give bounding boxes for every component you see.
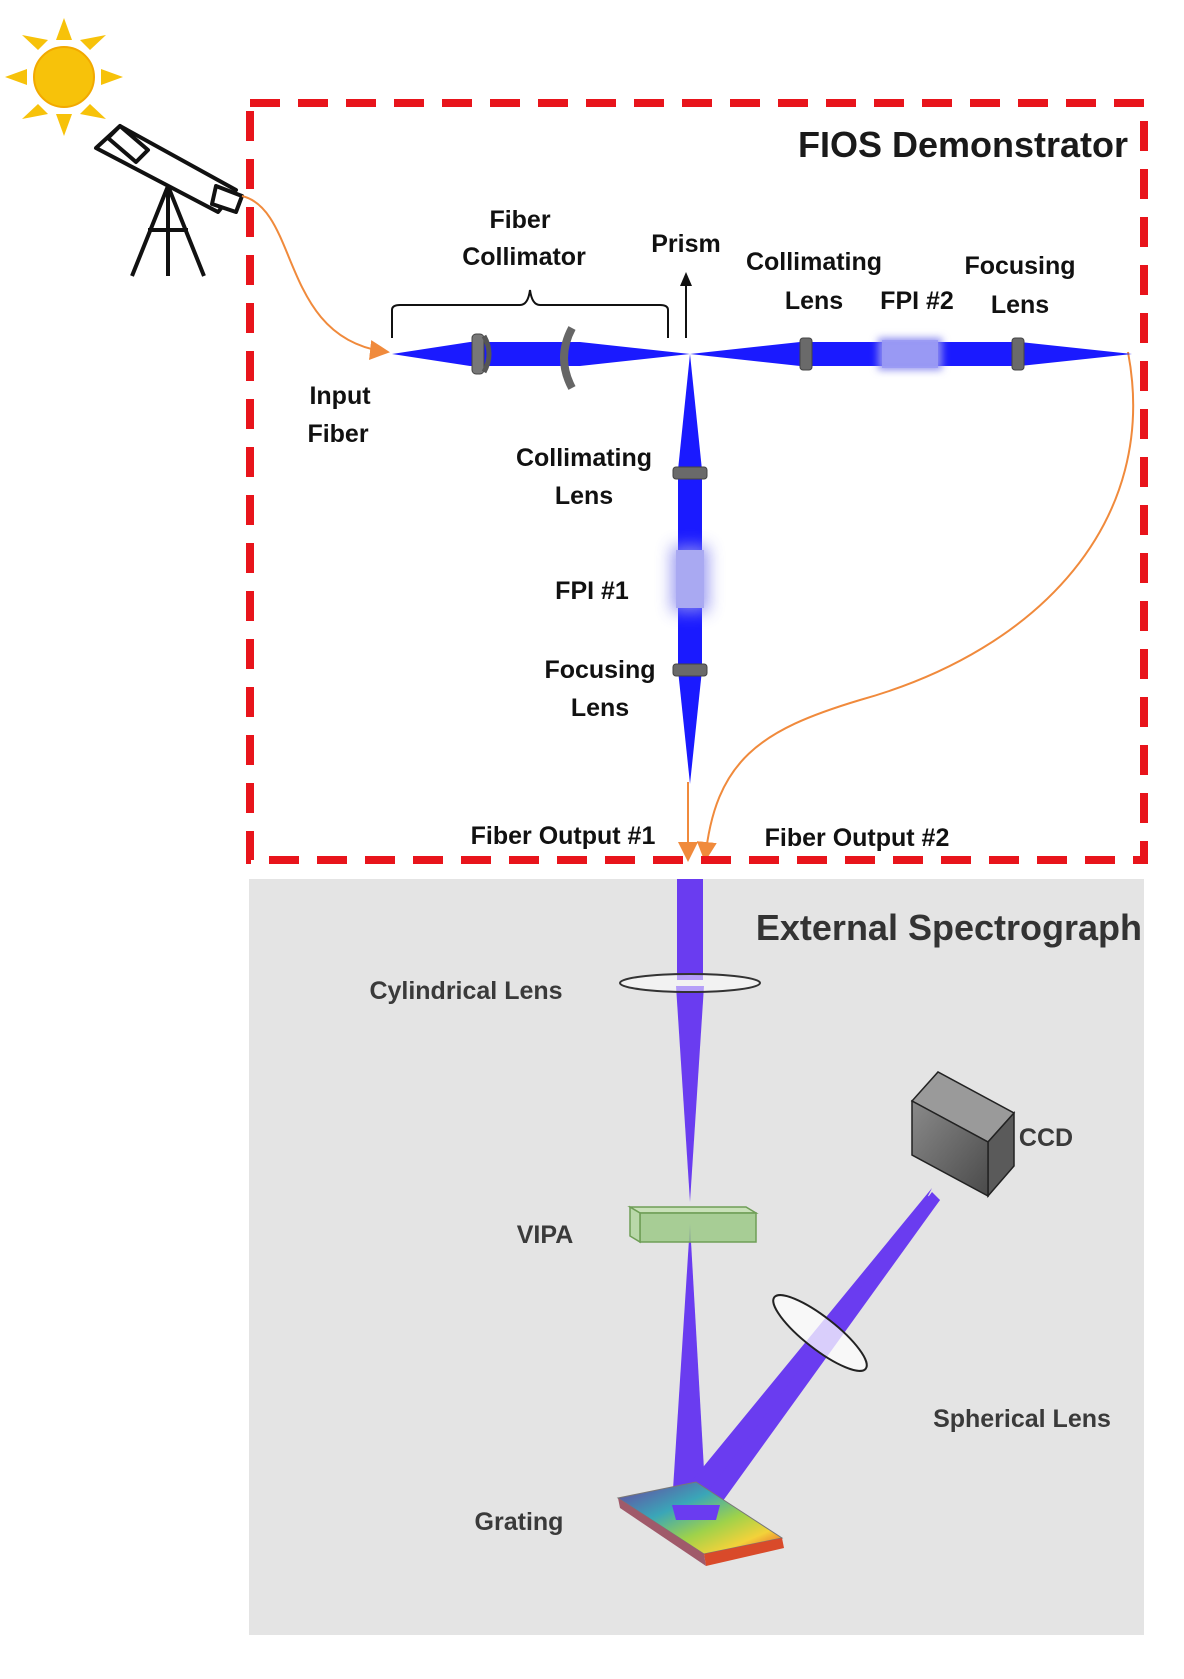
collimating-lens-top xyxy=(799,337,813,371)
fiber-output-1-label: Fiber Output #1 xyxy=(471,822,656,850)
input-fiber-label-line1: Input xyxy=(309,382,371,410)
collimating-lens-mid-label-line2: Lens xyxy=(555,482,613,510)
spherical-lens xyxy=(772,1294,868,1372)
grating-label: Grating xyxy=(475,1508,564,1536)
input-fiber-cable xyxy=(241,195,390,360)
focusing-lens-mid-label-line1: Focusing xyxy=(544,656,655,684)
fpi2-label: FPI #2 xyxy=(880,287,954,315)
cylindrical-lens xyxy=(619,973,761,993)
collimating-lens-top-label-line2: Lens xyxy=(785,287,843,315)
fios-beams xyxy=(392,342,1132,784)
external-spectrograph-title: External Spectrograph xyxy=(756,907,1142,948)
fios-demonstrator-frame xyxy=(246,99,1148,864)
vipa-element xyxy=(627,1205,759,1244)
focusing-lens-mid xyxy=(672,663,708,677)
fiber-collimator-label-line1: Fiber xyxy=(489,206,550,234)
fios-demonstrator-title: FIOS Demonstrator xyxy=(798,124,1128,165)
fiber-collimator-lens-1 xyxy=(471,333,492,375)
focusing-lens-top xyxy=(1011,337,1025,371)
ccd-element xyxy=(910,1071,1016,1199)
collimating-lens-mid-label-line1: Collimating xyxy=(516,444,652,472)
collimating-lens-mid xyxy=(672,466,708,480)
spherical-lens-label: Spherical Lens xyxy=(933,1405,1111,1433)
fiber-collimator-label-line2: Collimator xyxy=(462,243,586,271)
prism-arrow xyxy=(680,272,692,338)
collimating-lens-top-label-line1: Collimating xyxy=(746,248,882,276)
fiber-output-2-label: Fiber Output #2 xyxy=(765,824,950,852)
output-fiber-2-cable xyxy=(696,351,1135,862)
fpi1-label: FPI #1 xyxy=(555,577,629,605)
prism-label: Prism xyxy=(651,230,720,258)
ccd-label: CCD xyxy=(1019,1124,1073,1152)
vipa-label: VIPA xyxy=(517,1221,574,1249)
cylindrical-lens-label: Cylindrical Lens xyxy=(369,977,562,1005)
fiber-collimator-lens-2 xyxy=(560,326,576,390)
input-fiber-label-line2: Fiber xyxy=(307,420,368,448)
focusing-lens-top-label-line1: Focusing xyxy=(964,252,1075,280)
fiber-collimator-brace xyxy=(391,289,669,338)
telescope-icon xyxy=(94,124,244,277)
focusing-lens-mid-label-line2: Lens xyxy=(571,694,629,722)
sun-icon xyxy=(5,18,123,136)
focusing-lens-top-label-line2: Lens xyxy=(991,291,1049,319)
